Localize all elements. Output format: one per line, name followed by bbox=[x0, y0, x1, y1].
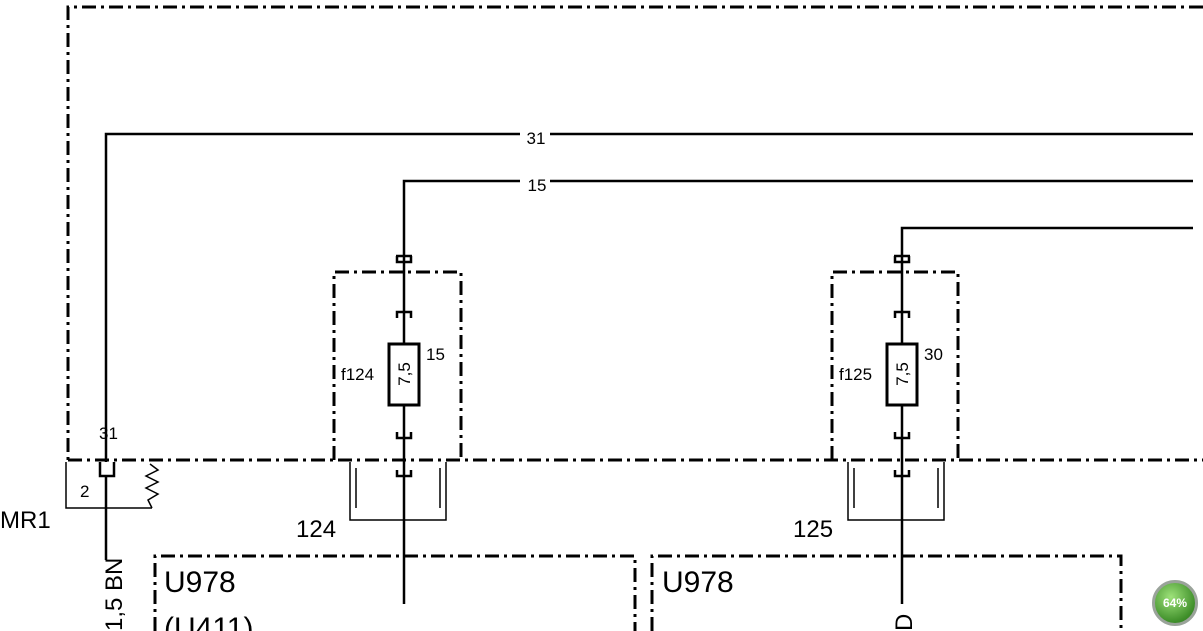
ground-mr1: 31 2 MR1 1,5 BN bbox=[0, 424, 160, 631]
ground-pin-label: 31 bbox=[99, 424, 118, 443]
module-u978-right: U978 bbox=[650, 554, 1123, 631]
connector-124-label: 124 bbox=[296, 516, 336, 543]
ground-pin-number: 2 bbox=[80, 482, 89, 501]
wire-31: 31 bbox=[104, 126, 1193, 462]
module-left-name: U978 bbox=[164, 566, 236, 599]
fuse-f125-group: 7,5 f125 30 125 bbox=[793, 254, 960, 604]
fuse-f125-id: f125 bbox=[839, 365, 872, 384]
fuse-f124-feed: 15 bbox=[426, 345, 445, 364]
fuse-f125-feed: 30 bbox=[924, 345, 943, 364]
fuse-f125-body bbox=[885, 342, 919, 407]
fuse-f124-id: f124 bbox=[341, 365, 374, 384]
ground-wire-spec: 1,5 BN bbox=[101, 558, 128, 631]
wire-15-label: 15 bbox=[528, 176, 547, 195]
wire-30 bbox=[900, 226, 1193, 256]
zoom-badge[interactable]: 64% bbox=[1152, 580, 1198, 626]
main-enclosure bbox=[66, 5, 1203, 462]
module-left-sub: (U411) bbox=[164, 612, 253, 631]
cut-label: D bbox=[891, 614, 918, 631]
ground-name: MR1 bbox=[0, 507, 51, 534]
fuse-f124-group: 7,5 f124 15 124 bbox=[296, 254, 463, 604]
wire-31-label: 31 bbox=[527, 129, 546, 148]
wire-15: 15 bbox=[402, 173, 1193, 256]
connector-125-label: 125 bbox=[793, 516, 833, 543]
fuse-f125-rating: 7,5 bbox=[893, 362, 912, 386]
module-right-name: U978 bbox=[662, 566, 734, 599]
module-u978-left: U978 (U411) bbox=[153, 554, 637, 631]
fuse-f124-rating: 7,5 bbox=[395, 362, 414, 386]
fuse-f124-body bbox=[387, 342, 421, 407]
